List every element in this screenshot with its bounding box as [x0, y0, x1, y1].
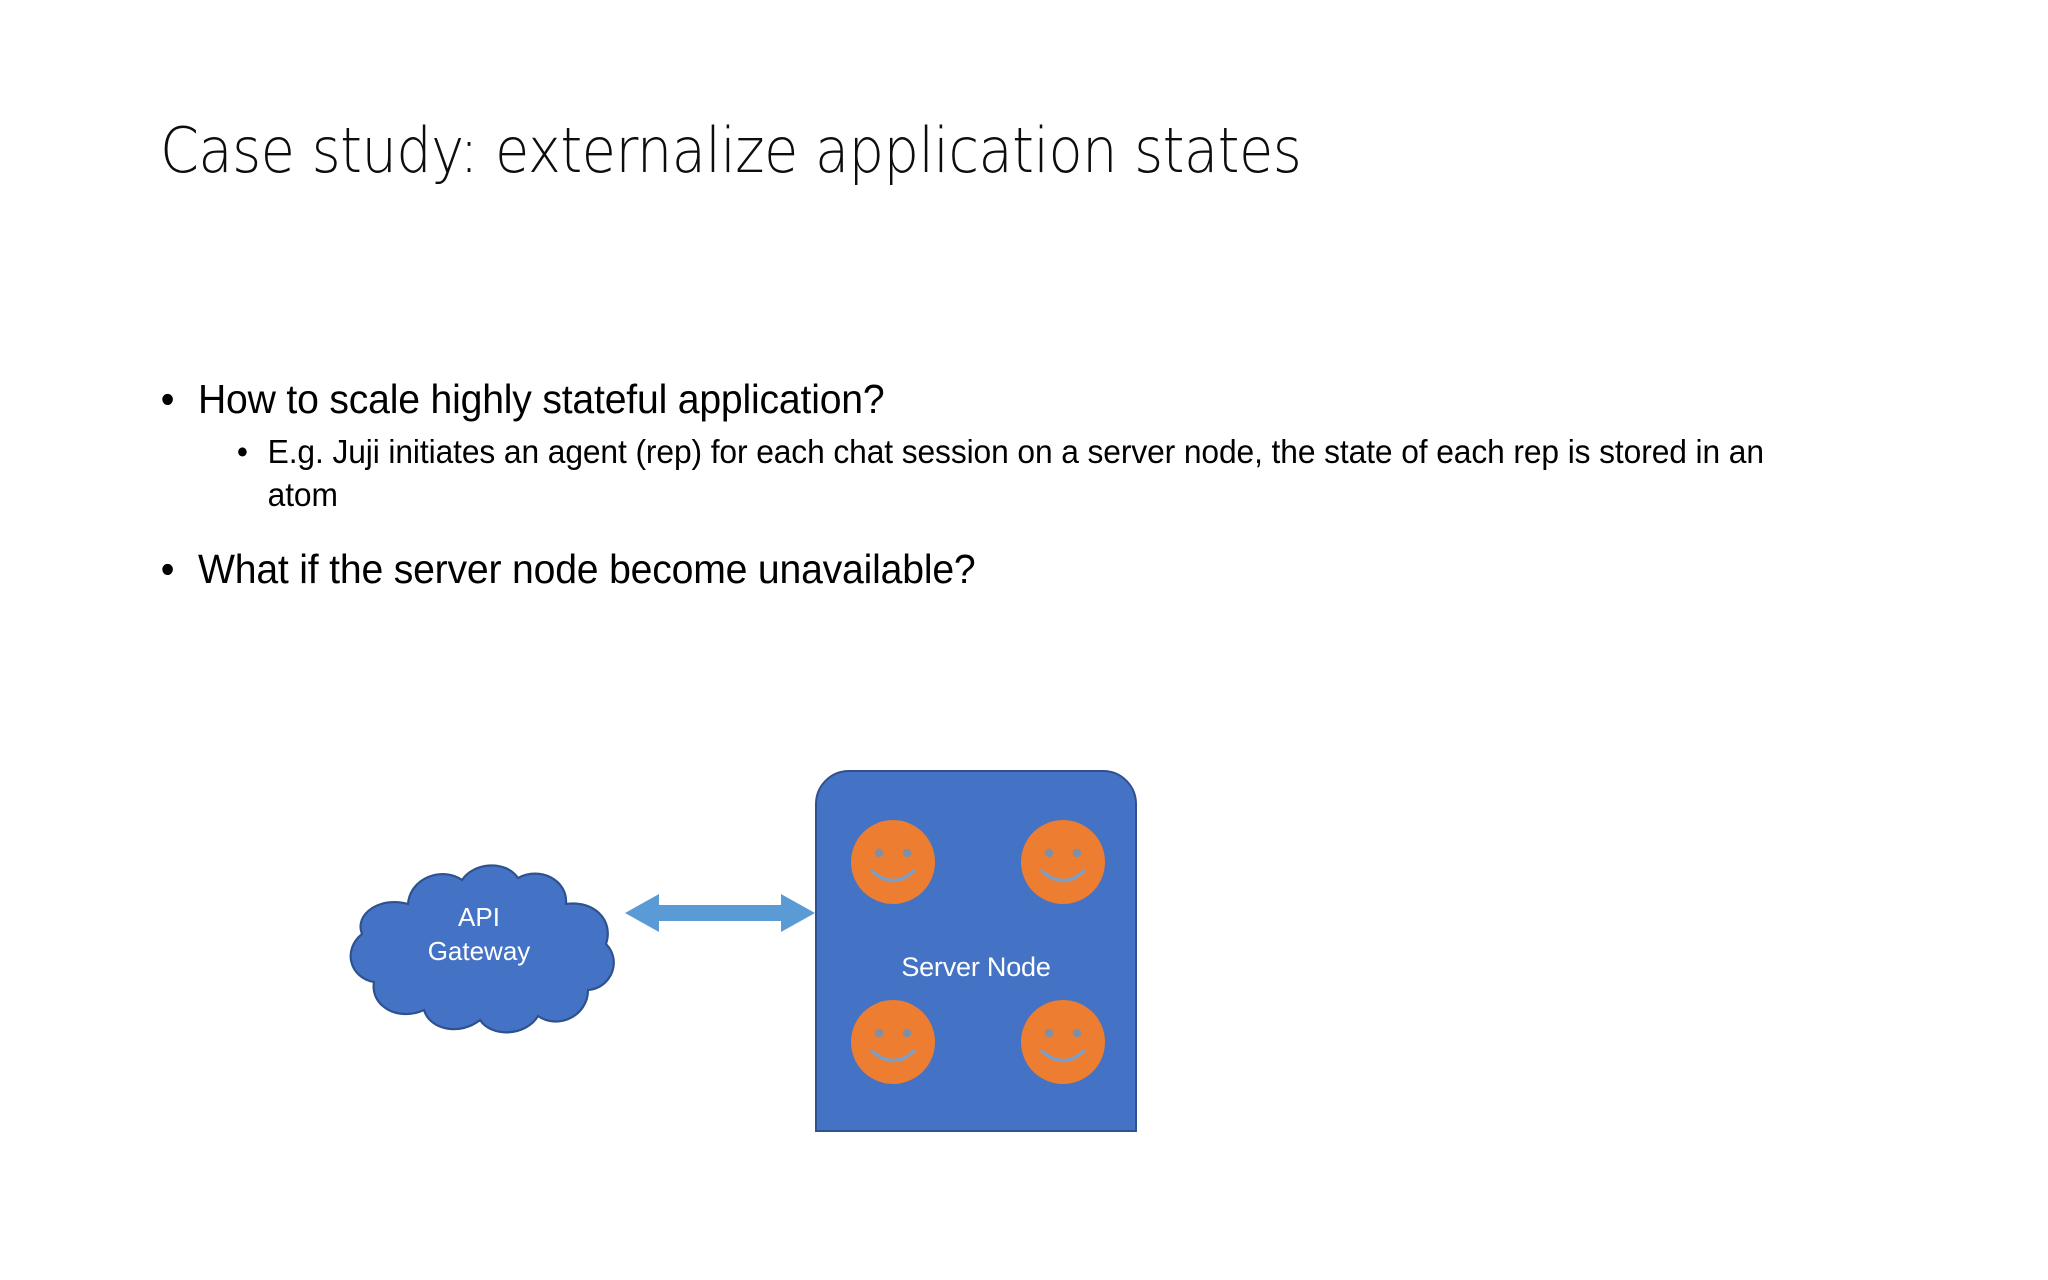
api-gateway-cloud-icon	[338, 852, 620, 1040]
list-spacer	[155, 529, 1945, 545]
architecture-diagram: API Gateway	[0, 760, 2048, 1180]
server-node-box: Server Node	[815, 770, 1137, 1132]
page-title: Case study: externalize application stat…	[160, 114, 1302, 187]
bullet-item-2-text: What if the server node become unavailab…	[197, 546, 976, 593]
agent-smiley-icon-top-left	[850, 819, 936, 905]
bidirectional-connector-arrow	[625, 894, 815, 932]
bullet-marker-icon: •	[160, 546, 175, 593]
bullet-item-1-sub-1-text: E.g. Juji initiates an agent (rep) for e…	[267, 433, 1764, 514]
sub-bullet-group: • E.g. Juji initiates an agent (rep) for…	[155, 431, 1945, 517]
bullet-item-1: • How to scale highly stateful applicati…	[155, 375, 1864, 423]
server-node-label: Server Node	[901, 952, 1051, 982]
agent-smiley-icon-bottom-right	[1020, 999, 1106, 1085]
bullet-list: • How to scale highly stateful applicati…	[155, 375, 1945, 600]
agent-smiley-icon-top-right	[1020, 819, 1106, 905]
bullet-item-2: • What if the server node become unavail…	[155, 545, 1864, 593]
bullet-item-1-text: How to scale highly stateful application…	[197, 376, 885, 422]
sub-bullet-marker-icon: •	[236, 433, 248, 471]
bullet-marker-icon: •	[160, 376, 175, 422]
agent-smiley-icon-bottom-left	[850, 999, 936, 1085]
bullet-item-1-sub-1: • E.g. Juji initiates an agent (rep) for…	[233, 431, 1816, 517]
